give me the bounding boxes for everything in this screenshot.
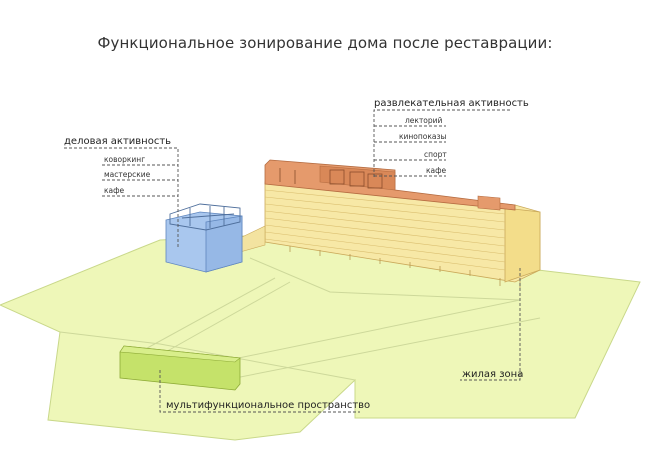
- rooftop-frame: [169, 203, 241, 231]
- business-block: [165, 203, 243, 273]
- business-label: деловая активность: [64, 136, 172, 147]
- multifunctional-label: мультифункциональное пространство: [166, 400, 371, 411]
- business-item-workshops: мастерские: [104, 170, 151, 179]
- leader-lines: [64, 109, 521, 413]
- facade-lines: [264, 189, 506, 271]
- multifunctional-block: [119, 345, 241, 391]
- entertainment-label: развлекательная активность: [374, 98, 529, 109]
- residential-label: жилая зона: [462, 369, 524, 380]
- business-item-cafe: кафе: [104, 186, 125, 195]
- entertainment-item-sport: спорт: [424, 150, 447, 159]
- entertainment-item-lecture-hall: лекторий: [405, 116, 443, 125]
- entertainment-item-cafe: кафе: [426, 166, 447, 175]
- business-item-coworking: коворкинг: [104, 155, 146, 164]
- ground-paths: [59, 257, 541, 381]
- entertainment-item-screenings: кинопоказы: [399, 132, 447, 141]
- page-title: Функциональное зонирование дома после ре…: [97, 34, 553, 52]
- entertainment-block: [264, 159, 516, 211]
